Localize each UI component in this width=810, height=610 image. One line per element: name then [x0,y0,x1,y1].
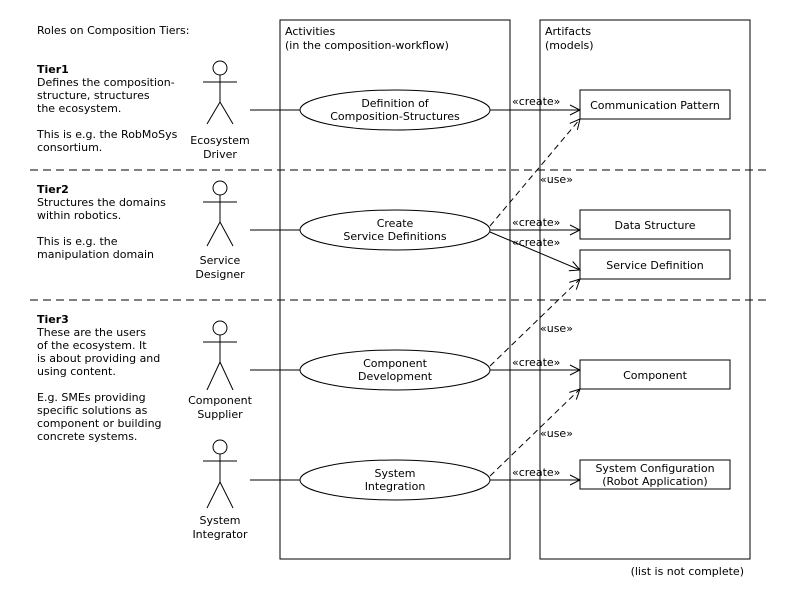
tier-text-line: Structures the domains [37,196,166,209]
create-stereotype-label: «create» [512,95,560,108]
actor-label: Driver [203,148,237,161]
use-arrow [489,389,580,477]
tier-text-line: using content. [37,365,116,378]
tier-text-line: structure, structures [37,89,150,102]
actor-label: Service [200,254,241,267]
use-stereotype-label: «use» [540,322,573,335]
stick-figure-icon [203,60,237,125]
use-arrow [489,279,580,367]
stick-figure-icon [203,439,237,509]
create-arrow [489,231,580,270]
tier-name: Tier2 [37,183,69,196]
activities-subheader: (in the composition-workflow) [285,39,449,52]
tier-text-line: manipulation domain [37,248,154,261]
actor-system-integrator: System Integrator [192,439,248,541]
artifact-label: System Configuration [595,462,714,475]
use-stereotype-label: «use» [540,173,573,186]
use-case-create-service-definitions: Create Service Definitions [299,209,491,251]
artifact-data-structure: Data Structure [579,209,731,240]
tier2-description: Tier2 Structures the domains within robo… [36,183,166,261]
activities-header: Activities [285,25,335,38]
artifact-communication-pattern: Communication Pattern [579,89,731,120]
artifact-label: Data Structure [615,219,696,232]
use-case-label: Definition of [361,97,429,110]
tier-text-line: specific solutions as [37,404,148,417]
artifact-label: Component [623,369,688,382]
actor-label: Ecosystem [190,134,250,147]
use-case-label: Composition-Structures [330,110,460,123]
tier-text-line: E.g. SMEs providing [37,391,146,404]
tier-text-line: the ecosystem. [37,102,121,115]
diagram-title: Roles on Composition Tiers: [37,24,190,37]
tier3-description: Tier3 These are the users of the ecosyst… [36,313,162,443]
tier-text-line: Defines the composition- [37,76,175,89]
tier-name: Tier1 [37,63,69,76]
use-case-component-development: Component Development [299,349,491,391]
artifact-label: (Robot Application) [602,475,707,488]
artifacts-subheader: (models) [545,39,594,52]
artifact-service-definition: Service Definition [579,249,731,280]
tier-text-line: within robotics. [37,209,121,222]
actor-ecosystem-driver: Ecosystem Driver [190,60,250,161]
create-stereotype-label: «create» [512,466,560,479]
artifact-label: Service Definition [606,259,703,272]
tier-text-line: This is e.g. the [36,235,118,248]
create-stereotype-label: «create» [512,216,560,229]
tier1-description: Tier1 Defines the composition- structure… [36,63,178,154]
stick-figure-icon [203,320,237,391]
tier-text-line: This is e.g. the RobMoSys [36,128,178,141]
activities-column [279,19,511,560]
use-case-label: Development [358,370,433,383]
artifact-component: Component [579,359,731,390]
artifacts-header: Artifacts [545,25,591,38]
actor-label: Integrator [192,528,248,541]
use-case-label: Integration [365,480,426,493]
tier-text-line: These are the users [36,326,146,339]
use-arrow [489,119,580,227]
footnote: (list is not complete) [631,565,744,578]
use-stereotype-label: «use» [540,427,573,440]
create-stereotype-label: «create» [512,356,560,369]
tier-name: Tier3 [37,313,69,326]
use-case-label: Component [363,357,428,370]
actor-label: Designer [195,268,245,281]
artifacts-column [539,19,751,560]
use-case-label: Create [377,217,414,230]
artifact-system-configuration: System Configuration (Robot Application) [579,459,731,490]
use-case-definition-of-composition-structures: Definition of Composition-Structures [299,89,491,131]
tier-text-line: is about providing and [37,352,160,365]
tier-text-line: consortium. [37,141,102,154]
actor-service-designer: Service Designer [195,180,245,281]
stick-figure-icon [203,180,237,247]
tier-text-line: of the ecosystem. It [37,339,147,352]
actor-label: Supplier [197,408,243,421]
actor-component-supplier: Component Supplier [188,320,253,421]
use-case-label: Service Definitions [343,230,446,243]
actor-label: System [199,514,240,527]
actor-label: Component [188,394,253,407]
use-case-label: System [374,467,415,480]
tier-text-line: concrete systems. [37,430,137,443]
tier-text-line: component or building [37,417,162,430]
create-stereotype-label: «create» [512,236,560,249]
use-case-system-integration: System Integration [299,459,491,501]
artifact-label: Communication Pattern [590,99,720,112]
